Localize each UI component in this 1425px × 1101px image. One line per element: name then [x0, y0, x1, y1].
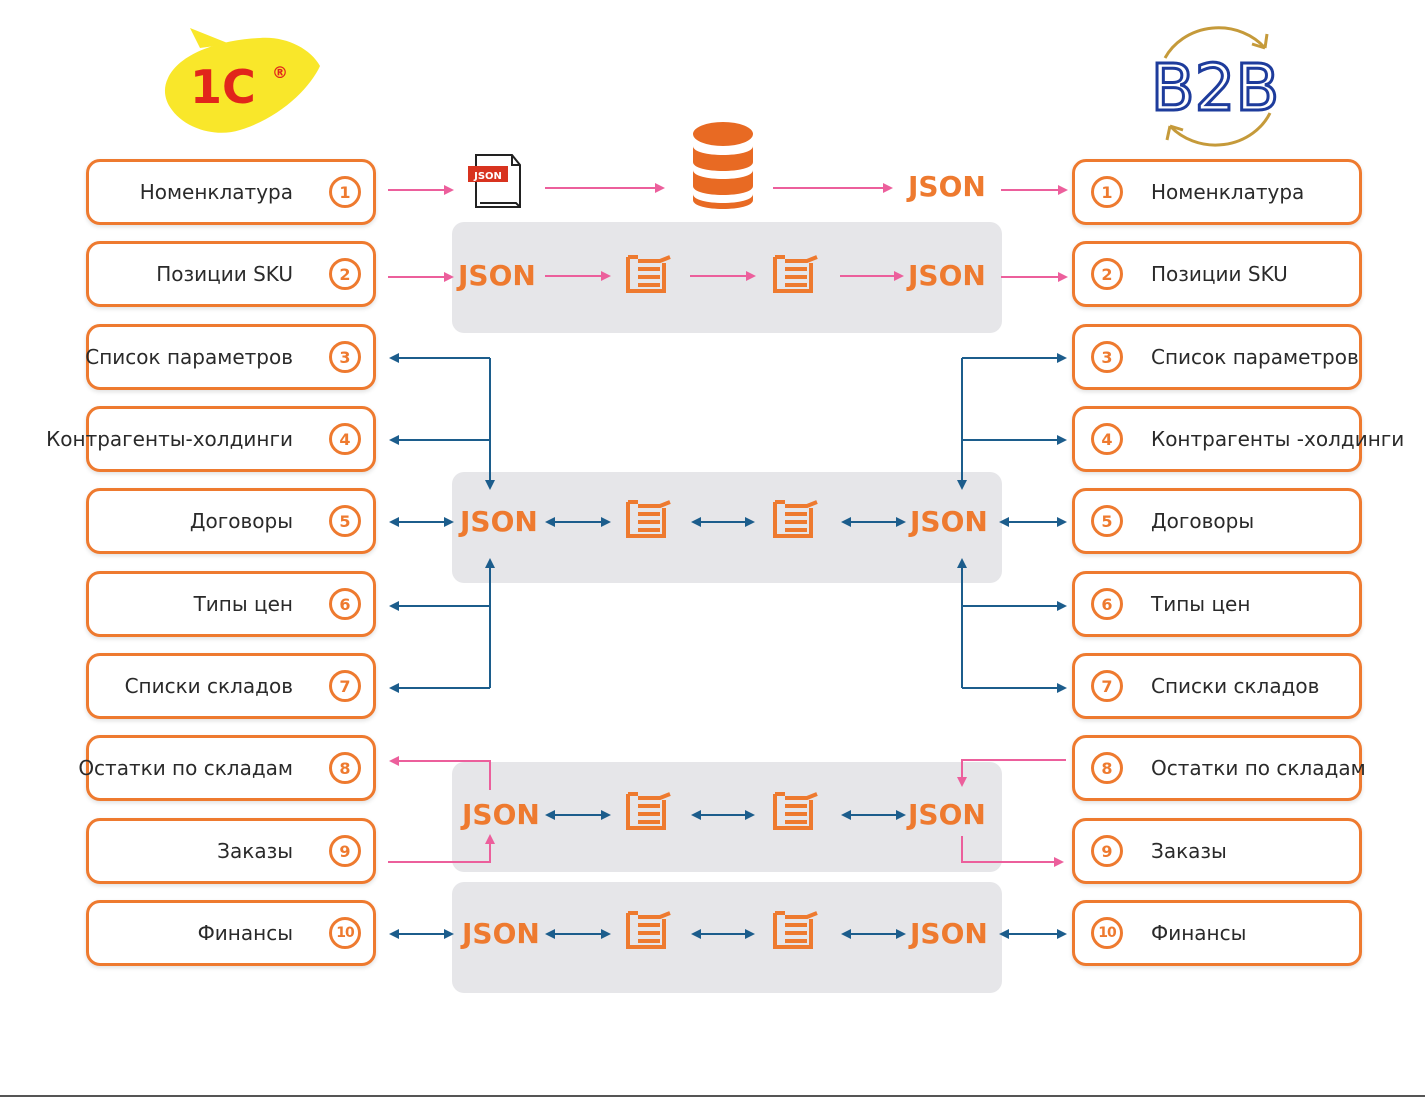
- left-item-label: Типы цен: [193, 592, 293, 616]
- page-bottom-border: [0, 1095, 1425, 1097]
- left-item-label: Остатки по складам: [78, 756, 293, 780]
- row2-connectors: [388, 271, 1068, 282]
- json-label: JSON: [462, 917, 540, 950]
- right-item-4: Контрагенты -холдинги 4: [1072, 406, 1404, 472]
- right-item-10: Финансы 10: [1072, 900, 1362, 966]
- logo-b2b: B2B: [1125, 18, 1305, 153]
- right-item-8: Остатки по складам 8: [1072, 735, 1366, 801]
- left-item-4: Контрагенты-холдинги 4: [46, 406, 376, 472]
- left-item-6: Типы цен 6: [86, 571, 376, 637]
- orders-connectors: [388, 756, 1066, 867]
- right-item-number-badge: 5: [1091, 505, 1123, 537]
- json-label: JSON: [460, 505, 538, 538]
- queue-icon: [773, 500, 818, 538]
- left-item-label: Финансы: [197, 921, 293, 945]
- queue-icon: [626, 255, 671, 293]
- right-item-1: Номенклатура 1: [1072, 159, 1362, 225]
- right-item-label: Остатки по складам: [1151, 756, 1366, 780]
- reference-connectors: [389, 353, 1067, 693]
- queue-icon: [773, 255, 818, 293]
- json-file-icon: JSON: [468, 154, 521, 208]
- json-label: JSON: [908, 798, 986, 831]
- left-item-label: Заказы: [217, 839, 293, 863]
- logo-1c-text: 1С: [190, 60, 256, 114]
- queue-icon: [626, 911, 671, 949]
- left-item-label: Контрагенты-холдинги: [46, 427, 293, 451]
- left-item-label: Списки складов: [124, 674, 293, 698]
- json-label: JSON: [458, 259, 536, 292]
- right-item-number-badge: 8: [1091, 752, 1123, 784]
- sync-panel-reference: [452, 472, 1002, 583]
- left-item-label: Номенклатура: [139, 180, 293, 204]
- right-item-label: Финансы: [1151, 921, 1247, 945]
- right-item-label: Позиции SKU: [1151, 262, 1288, 286]
- queue-icon: [626, 500, 671, 538]
- left-item-number-badge: 8: [329, 752, 361, 784]
- row1-connectors: [388, 183, 1068, 195]
- left-item-3: Список параметров 3: [85, 324, 376, 390]
- right-item-label: Заказы: [1151, 839, 1227, 863]
- left-item-number-badge: 3: [329, 341, 361, 373]
- right-item-number-badge: 2: [1091, 258, 1123, 290]
- right-item-number-badge: 3: [1091, 341, 1123, 373]
- right-item-label: Номенклатура: [1151, 180, 1305, 204]
- right-item-6: Типы цен 6: [1072, 571, 1362, 637]
- logo-1c-registered-mark: ®: [272, 63, 288, 82]
- queue-icon: [626, 792, 671, 830]
- right-item-label: Список параметров: [1151, 345, 1359, 369]
- left-item-number-badge: 2: [329, 258, 361, 290]
- left-item-label: Список параметров: [85, 345, 293, 369]
- logo-b2b-text: B2B: [1151, 52, 1280, 126]
- logo-1c: 1С ®: [160, 18, 325, 143]
- json-file-label: JSON: [473, 171, 502, 182]
- right-item-7: Списки складов 7: [1072, 653, 1362, 719]
- left-item-number-badge: 10: [329, 917, 361, 949]
- right-item-label: Договоры: [1151, 509, 1255, 533]
- left-item-7: Списки складов 7: [86, 653, 376, 719]
- left-item-number-badge: 4: [329, 423, 361, 455]
- left-item-number-badge: 5: [329, 505, 361, 537]
- logo-b2b-icon: B2B: [1149, 26, 1281, 147]
- json-label: JSON: [908, 170, 986, 203]
- left-item-label: Договоры: [189, 509, 293, 533]
- queue-icon: [773, 792, 818, 830]
- right-item-number-badge: 9: [1091, 835, 1123, 867]
- left-item-label: Позиции SKU: [156, 262, 293, 286]
- right-item-number-badge: 10: [1091, 917, 1123, 949]
- left-item-5: Договоры 5: [86, 488, 376, 554]
- json-label: JSON: [462, 798, 540, 831]
- left-item-9: Заказы 9: [86, 818, 376, 884]
- json-label: JSON: [910, 917, 988, 950]
- left-item-number-badge: 9: [329, 835, 361, 867]
- sync-panel-sku: [452, 222, 1002, 333]
- database-icon: [693, 122, 753, 209]
- left-item-number-badge: 1: [329, 176, 361, 208]
- right-item-2: Позиции SKU 2: [1072, 241, 1362, 307]
- logo-1c-icon: 1С ®: [164, 28, 320, 133]
- right-item-number-badge: 6: [1091, 588, 1123, 620]
- left-item-number-badge: 7: [329, 670, 361, 702]
- left-item-1: Номенклатура 1: [86, 159, 376, 225]
- queue-icon: [773, 911, 818, 949]
- right-item-3: Список параметров 3: [1072, 324, 1362, 390]
- left-item-number-badge: 6: [329, 588, 361, 620]
- right-item-number-badge: 1: [1091, 176, 1123, 208]
- right-item-label: Списки складов: [1151, 674, 1320, 698]
- right-item-9: Заказы 9: [1072, 818, 1362, 884]
- right-item-number-badge: 7: [1091, 670, 1123, 702]
- left-item-10: Финансы 10: [86, 900, 376, 966]
- right-item-label: Типы цен: [1151, 592, 1251, 616]
- right-item-5: Договоры 5: [1072, 488, 1362, 554]
- json-label: JSON: [908, 259, 986, 292]
- right-item-label: Контрагенты -холдинги: [1151, 427, 1405, 451]
- right-item-number-badge: 4: [1091, 423, 1123, 455]
- left-item-2: Позиции SKU 2: [86, 241, 376, 307]
- json-label: JSON: [910, 505, 988, 538]
- left-item-8: Остатки по складам 8: [78, 735, 376, 801]
